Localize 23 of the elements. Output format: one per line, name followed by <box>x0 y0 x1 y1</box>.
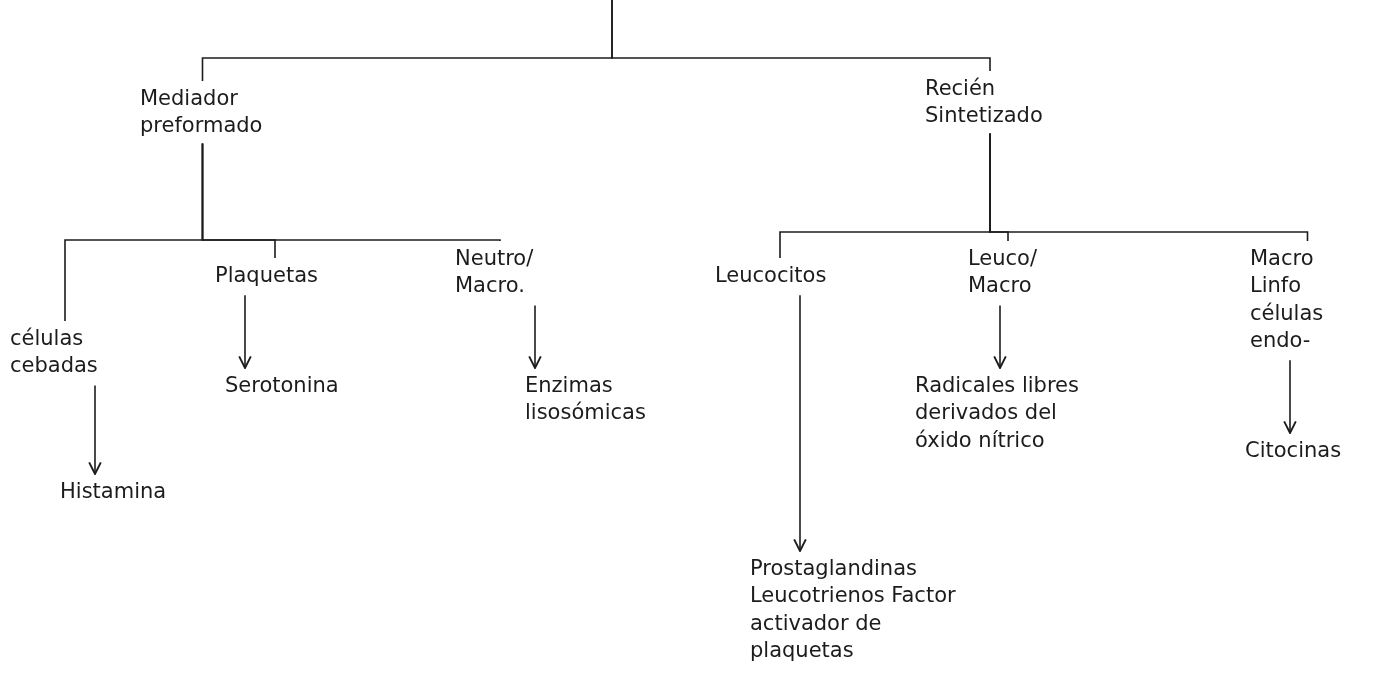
node-label: Leuco/ Macro <box>968 245 1048 300</box>
node-label: Mediador preformado <box>140 85 265 140</box>
node-label: Radicales libres derivados del óxido nítrico <box>915 372 1115 454</box>
connector-line <box>201 142 501 242</box>
node-label: Citocinas <box>1245 437 1370 465</box>
arrow <box>528 304 542 369</box>
arrow <box>993 304 1007 369</box>
node-label: Serotonina <box>225 372 365 400</box>
node-label: células cebadas <box>10 325 120 380</box>
node-label: Histamina <box>60 478 210 506</box>
node-label: Prostaglandinas Leucotrienos Factor activador de plaquetas <box>750 555 965 665</box>
arrow <box>793 294 807 552</box>
connector-line <box>611 0 991 72</box>
node-label: Neutro/ Macro. <box>455 245 545 300</box>
node-label: Plaquetas <box>215 262 335 290</box>
node-label: Enzimas lisosómicas <box>525 372 685 427</box>
arrow <box>1283 359 1297 434</box>
node-label: Macro Linfo células endo- <box>1250 245 1365 355</box>
node-label: Leucocitos <box>715 262 845 290</box>
node-label: Recién Sintetizado <box>925 75 1055 130</box>
arrow <box>88 384 102 475</box>
arrow <box>238 294 252 369</box>
connector-line <box>989 132 1309 242</box>
